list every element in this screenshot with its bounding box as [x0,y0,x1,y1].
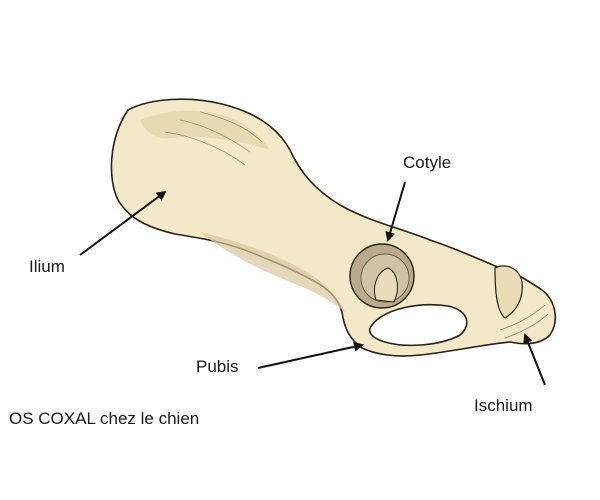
label-ischium: Ischium [474,396,533,415]
diagram-caption: OS COXAL chez le chien [9,409,200,428]
ischium-tuberosity [494,265,523,319]
label-ilium: Ilium [29,257,65,276]
hip-bone-outline [110,98,557,357]
ilium-shading [140,110,270,150]
label-cotyle: Cotyle [403,153,452,172]
obturator-foramen [368,304,468,347]
cotyle-socket [349,243,415,309]
ilium-arrow [79,190,167,256]
pubis-arrow [257,341,364,369]
ilium-crest-lines [164,111,263,166]
ischium-lines [499,304,549,339]
shaft-shading [200,232,345,312]
ischium-arrow [523,333,546,386]
label-pubis: Pubis [196,357,239,376]
cotyle-arrow [385,181,406,242]
